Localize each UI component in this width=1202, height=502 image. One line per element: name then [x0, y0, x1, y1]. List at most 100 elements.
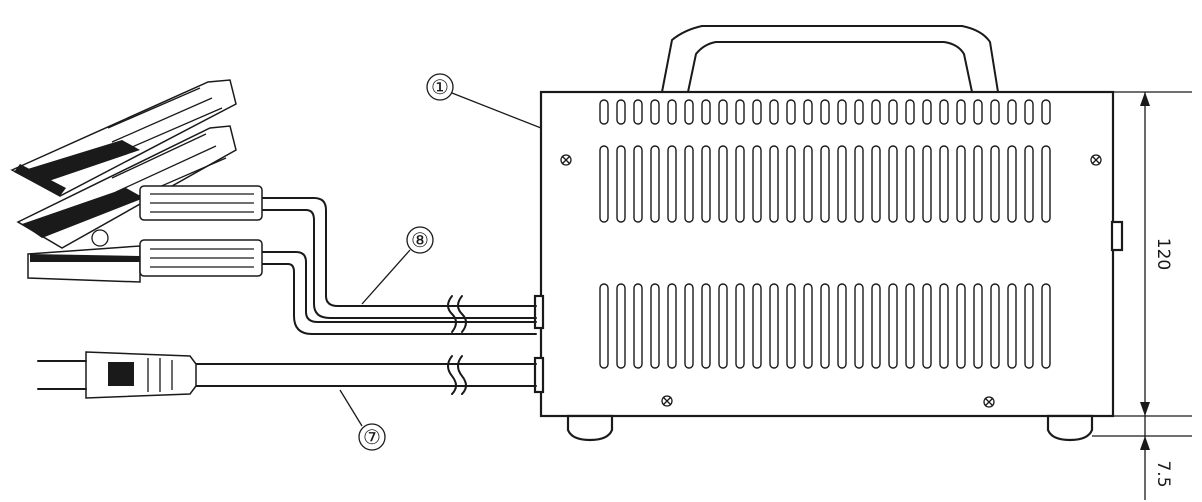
vent-slot — [633, 99, 643, 125]
vent-slot — [1041, 283, 1051, 369]
vent-slot — [769, 99, 779, 125]
vent-slot — [888, 283, 898, 369]
vent-slot — [650, 99, 660, 125]
screw-icon — [983, 396, 995, 408]
vent-slot — [888, 99, 898, 125]
screw-icon — [560, 154, 572, 166]
vent-slot — [871, 283, 881, 369]
vent-slot — [786, 283, 796, 369]
vent-slot — [956, 99, 966, 125]
vent-slot — [1041, 145, 1051, 223]
vent-slot — [1007, 99, 1017, 125]
vent-slot — [1024, 283, 1034, 369]
power-plug — [37, 351, 197, 399]
vent-slot — [871, 145, 881, 223]
vent-slot — [820, 283, 830, 369]
vent-slot — [854, 283, 864, 369]
svg-text:7.5: 7.5 — [1153, 460, 1173, 487]
dimension-foot-height: 7.5 — [1092, 416, 1192, 500]
vent-slot — [973, 99, 983, 125]
clip-grip-upper — [139, 185, 263, 221]
vent-slot — [837, 283, 847, 369]
vent-slot — [956, 145, 966, 223]
svg-text:①: ① — [431, 75, 449, 99]
vent-slot — [939, 145, 949, 223]
vent-slot — [956, 283, 966, 369]
callout-clip-cables: ⑧ — [361, 226, 434, 305]
lower-vent-slots — [599, 283, 1051, 369]
top-vent-slots — [599, 99, 1051, 125]
dimension-height: 120 — [1114, 91, 1192, 417]
vent-slot — [888, 145, 898, 223]
vent-slot — [1024, 99, 1034, 125]
clip-upper — [10, 79, 237, 197]
vent-slot — [735, 99, 745, 125]
vent-slot — [718, 99, 728, 125]
vent-slot — [718, 145, 728, 223]
vent-slot — [701, 283, 711, 369]
vent-slot — [1041, 99, 1051, 125]
vent-slot — [599, 283, 609, 369]
callout-power-cord: ⑦ — [339, 389, 386, 451]
vent-slot — [837, 145, 847, 223]
vent-slot — [1024, 145, 1034, 223]
vent-slot — [599, 99, 609, 125]
middle-vent-slots — [599, 145, 1051, 223]
vent-slot — [786, 145, 796, 223]
vent-slot — [667, 99, 677, 125]
vent-slot — [650, 145, 660, 223]
vent-slot — [701, 99, 711, 125]
vent-slot — [973, 283, 983, 369]
vent-slot — [820, 145, 830, 223]
vent-slot — [752, 145, 762, 223]
clip-lower — [27, 245, 141, 283]
screw-icon — [661, 395, 673, 407]
svg-text:⑧: ⑧ — [411, 228, 429, 252]
vent-slot — [854, 145, 864, 223]
vent-slot — [735, 283, 745, 369]
vent-slot — [684, 145, 694, 223]
vent-slot — [837, 99, 847, 125]
vent-slot — [752, 283, 762, 369]
vent-slot — [718, 283, 728, 369]
vent-slot — [973, 145, 983, 223]
vent-slot — [684, 283, 694, 369]
screw-icon — [1090, 154, 1102, 166]
vent-slot — [820, 99, 830, 125]
vent-slot — [871, 99, 881, 125]
clip-cables — [261, 197, 537, 335]
clip-grip-lower — [139, 239, 263, 277]
vent-slot — [905, 145, 915, 223]
vent-slot — [990, 283, 1000, 369]
vent-slot — [616, 99, 626, 125]
vent-slot — [922, 99, 932, 125]
vent-slot — [990, 145, 1000, 223]
svg-text:120: 120 — [1153, 238, 1173, 270]
charger-housing — [533, 90, 1124, 442]
vent-slot — [769, 283, 779, 369]
vent-slot — [616, 145, 626, 223]
vent-slot — [922, 145, 932, 223]
vent-slot — [599, 145, 609, 223]
vent-slot — [905, 283, 915, 369]
vent-slot — [633, 283, 643, 369]
vent-slot — [803, 283, 813, 369]
vent-slot — [803, 99, 813, 125]
vent-slot — [667, 283, 677, 369]
vent-slot — [735, 145, 745, 223]
vent-slot — [803, 145, 813, 223]
vent-slot — [939, 99, 949, 125]
vent-slot — [1007, 145, 1017, 223]
vent-slot — [616, 283, 626, 369]
vent-slot — [854, 99, 864, 125]
vent-slot — [752, 99, 762, 125]
carry-handle — [661, 25, 999, 93]
vent-slot — [1007, 283, 1017, 369]
clip-middle — [16, 125, 237, 249]
svg-text:⑦: ⑦ — [363, 425, 381, 449]
vent-slot — [701, 145, 711, 223]
vent-slot — [990, 99, 1000, 125]
vent-slot — [922, 283, 932, 369]
vent-slot — [905, 99, 915, 125]
